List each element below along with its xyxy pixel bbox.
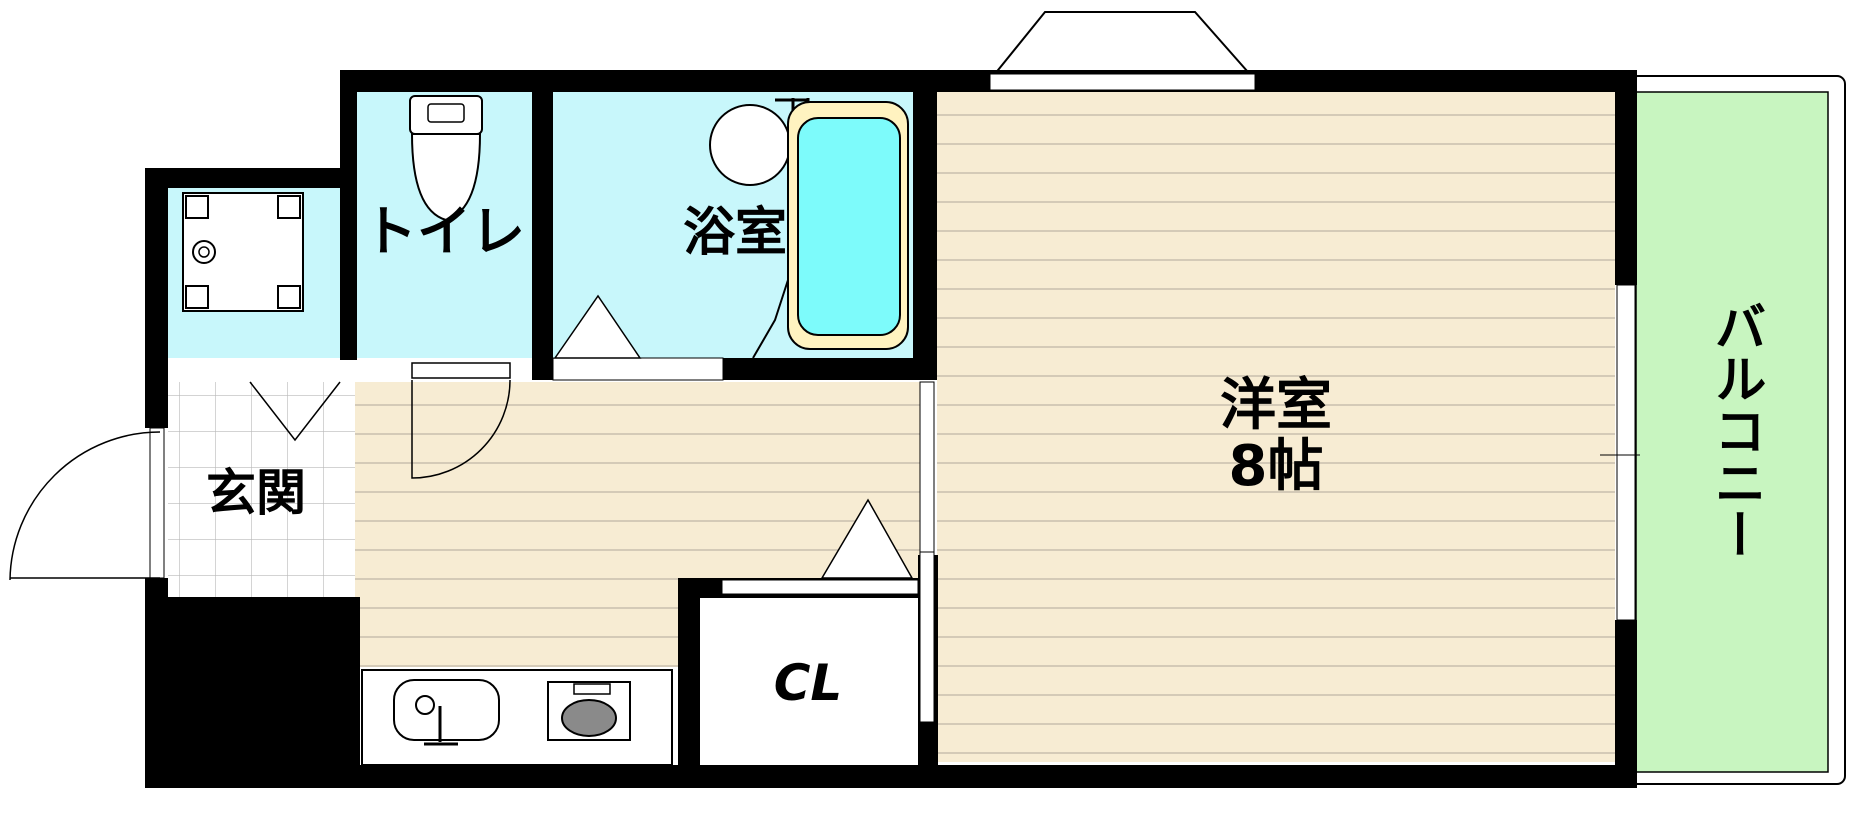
bath-label: 浴室 [683,203,787,263]
closet-door-marker [820,498,914,579]
bath-door-marker [553,294,642,359]
entrance-window [149,427,165,579]
entrance-label: 玄関 [206,464,306,522]
entrance-floor [168,382,355,597]
stove-icon [547,681,631,741]
sliding-partition [919,381,935,553]
washing-machine-icon [182,192,304,312]
western-room-label: 洋室 [1220,373,1332,438]
bathtub-icon [787,101,909,350]
entrance-step-marker [249,381,341,442]
top-window [989,73,1256,91]
closet [700,598,918,765]
toilet-icon [409,95,483,222]
balcony-window [1616,284,1636,621]
balcony-label: バルコニー [1705,300,1765,560]
bath-partition [752,279,789,359]
closet-label: CL [774,654,843,712]
toilet-door [411,362,511,479]
toilet-label: トイレ [363,200,525,263]
western-room-size: 8帖 [1229,434,1324,499]
entrance-door [9,431,161,581]
balcony [1629,75,1846,785]
western-room-floor [937,92,1615,762]
bay-window [987,11,1258,81]
